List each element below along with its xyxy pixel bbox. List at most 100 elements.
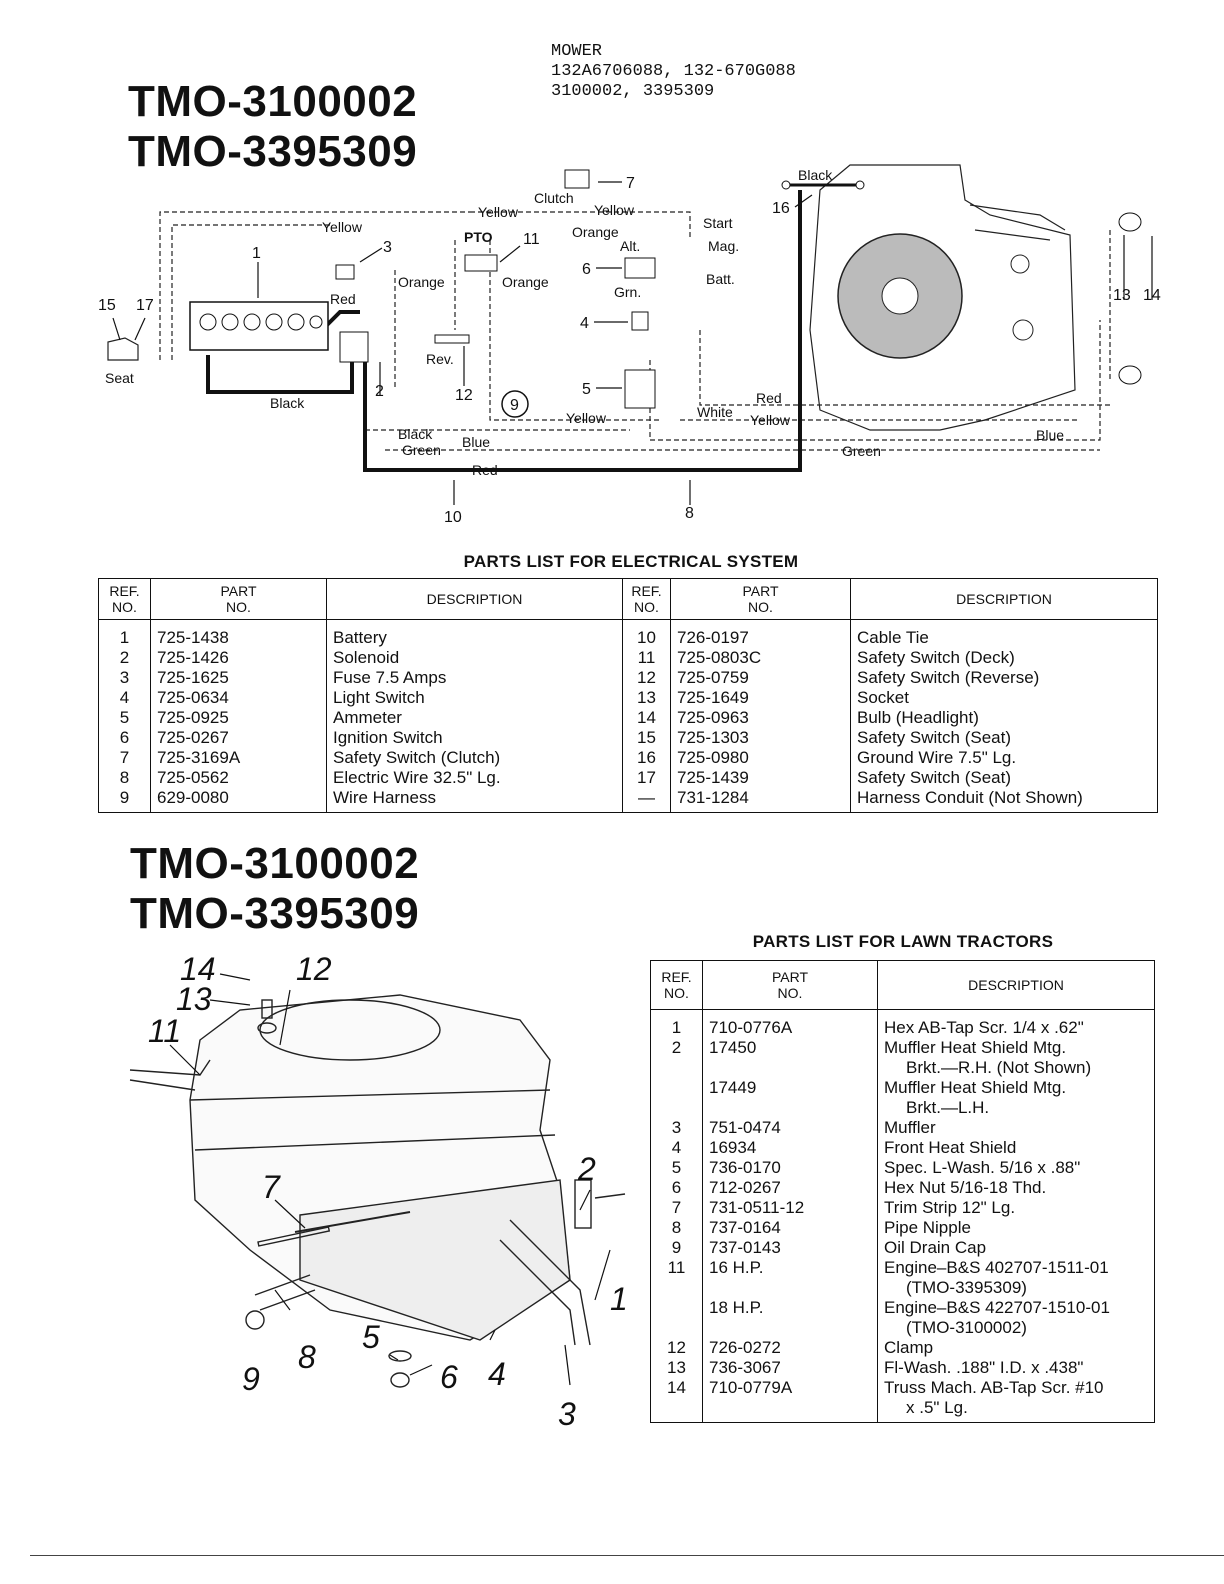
callout: 17 (136, 297, 154, 314)
fuse-icon (335, 264, 355, 280)
cell-ref: 4 (650, 1138, 703, 1158)
model-info-line: MOWER (551, 42, 603, 61)
desc-line: Engine–B&S 402707-1511-01 (884, 1258, 1109, 1277)
cell-ref: 9 (98, 788, 151, 813)
cell-ref: 13 (650, 1358, 703, 1378)
desc-line: Trim Strip 12" Lg. (884, 1198, 1016, 1217)
cell-desc: Safety Switch (Clutch) (326, 748, 623, 768)
label-black: Black (398, 426, 433, 442)
callout: 2 (375, 383, 384, 400)
cell-ref: 14 (650, 1378, 703, 1423)
cell-desc: Fl-Wash. .188" I.D. x .438" (877, 1358, 1155, 1378)
cell-part: 725-1438 (150, 619, 327, 648)
cell-desc: Ignition Switch (326, 728, 623, 748)
cell-part: 725-0925 (150, 708, 327, 728)
ammeter-icon (624, 369, 656, 409)
cell-ref: 7 (98, 748, 151, 768)
label-orange: Orange (398, 274, 445, 290)
callout: 8 (298, 1339, 316, 1375)
label-seat: Seat (105, 370, 134, 386)
clutch-switch-icon (564, 169, 590, 189)
cell-ref: 6 (98, 728, 151, 748)
cell-ref: 8 (650, 1218, 703, 1238)
cell-ref: 7 (650, 1198, 703, 1218)
cell-ref: 2 (98, 648, 151, 668)
cell-desc: Fuse 7.5 Amps (326, 668, 623, 688)
label-pto: PTO (464, 229, 493, 245)
callout: 16 (772, 200, 790, 217)
desc-line: Oil Drain Cap (884, 1238, 987, 1257)
model-info-line: 3100002, 3395309 (551, 82, 715, 101)
col-ref: REF.NO. (98, 578, 151, 620)
label-clutch: Clutch (534, 190, 574, 206)
label-black: Black (270, 395, 305, 411)
cell-part: 725-0803C (670, 648, 851, 668)
label-blue: Blue (1036, 427, 1064, 443)
cell-desc: Spec. L-Wash. 5/16 x .88" (877, 1158, 1155, 1178)
label-yellow: Yellow (594, 202, 635, 218)
model-title-3: TMO-3100002 (130, 839, 420, 888)
cell-ref: 3 (98, 668, 151, 688)
cell-ref: 1 (98, 619, 151, 648)
callout: 11 (523, 231, 540, 248)
callout: 4 (580, 315, 589, 332)
cell-part: 725-1303 (670, 728, 851, 748)
ignition-switch-icon (624, 257, 656, 279)
cell-ref: 3 (650, 1118, 703, 1138)
cell-desc: Pipe Nipple (877, 1218, 1155, 1238)
cell-ref: 15 (622, 728, 671, 748)
callout: 6 (440, 1359, 458, 1395)
cell-ref: — (622, 788, 671, 813)
label-blue: Blue (462, 434, 490, 450)
cell-desc: Light Switch (326, 688, 623, 708)
desc-line: x .5" Lg. (906, 1398, 968, 1417)
desc-line: Engine–B&S 422707-1510-01 (884, 1298, 1110, 1317)
cell-part: 731-0511-12 (702, 1198, 878, 1218)
wiring-diagram: Seat Black Red Yellow Yellow Yellow Clut… (98, 164, 1161, 526)
callout: 9 (242, 1361, 260, 1397)
label-yellow: Yellow (750, 412, 791, 428)
callout: 12 (455, 387, 473, 404)
cell-desc: Ground Wire 7.5" Lg. (850, 748, 1158, 768)
callout: 3 (558, 1396, 576, 1432)
callout: 14 (180, 951, 216, 987)
cell-part: 725-0562 (150, 768, 327, 788)
cell-desc: Ammeter (326, 708, 623, 728)
solenoid-icon (339, 331, 369, 363)
desc-line: Brkt.—L.H. (906, 1098, 990, 1117)
callout: 1 (252, 245, 261, 262)
col-desc: DESCRIPTION (877, 960, 1155, 1010)
cell-ref (650, 1078, 703, 1118)
label-yellow: Yellow (566, 410, 607, 426)
cell-part: 725-1439 (670, 768, 851, 788)
label-mag: Mag. (708, 238, 739, 254)
desc-line: Pipe Nipple (884, 1218, 971, 1237)
cell-part: 725-1426 (150, 648, 327, 668)
table-row: 18 H.P.Engine–B&S 422707-1510-01(TMO-310… (650, 1298, 1155, 1338)
label-alt: Alt. (620, 238, 640, 254)
desc-line: Hex Nut 5/16-18 Thd. (884, 1178, 1047, 1197)
cell-desc: Clamp (877, 1338, 1155, 1358)
cell-part: 731-1284 (670, 788, 851, 813)
reverse-switch-icon (434, 334, 470, 344)
cell-ref: 11 (650, 1258, 703, 1298)
label-yellow: Yellow (322, 219, 363, 235)
cell-ref: 5 (650, 1158, 703, 1178)
model-title-1: TMO-3100002 (128, 77, 418, 126)
